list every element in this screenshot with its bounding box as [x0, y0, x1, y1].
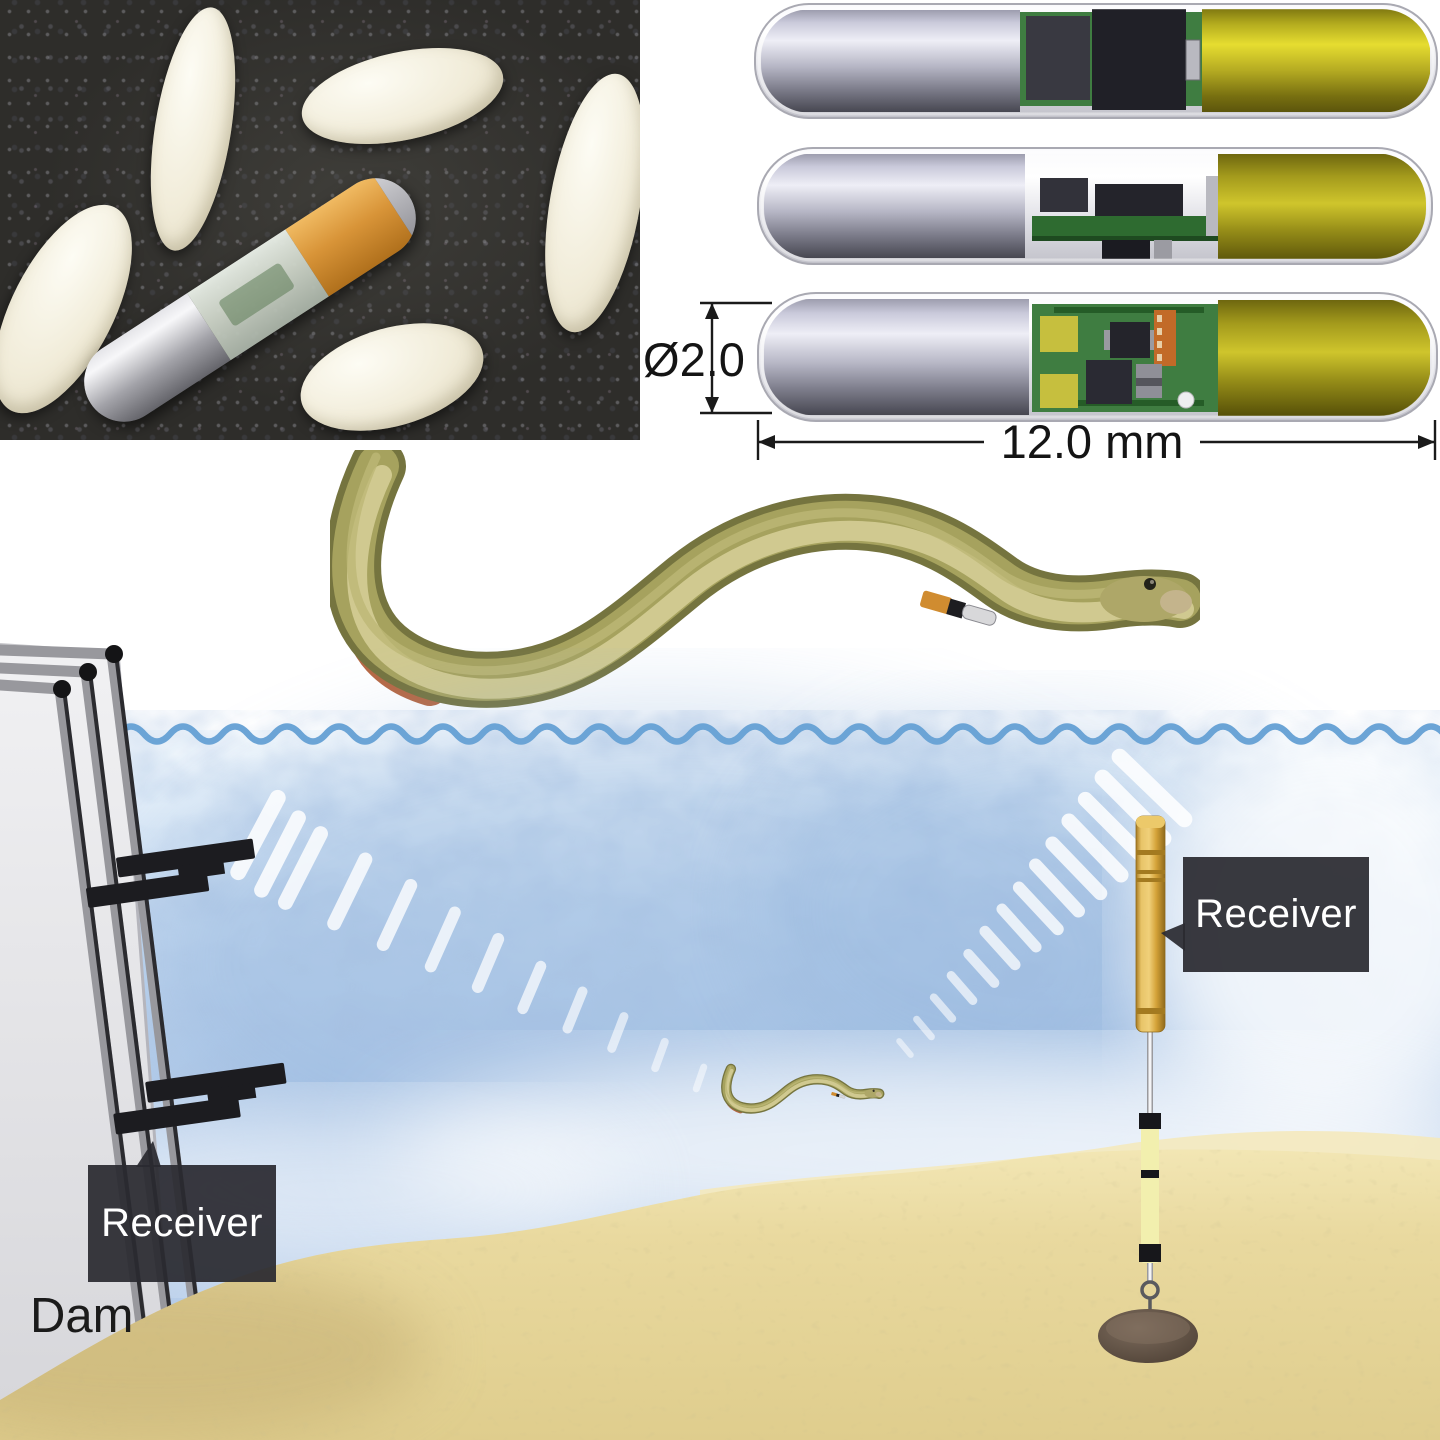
arrow-right — [1418, 435, 1435, 449]
arrow-left — [758, 435, 775, 449]
receiver-label-dam-text: Receiver — [101, 1201, 263, 1245]
rice-grain — [527, 66, 640, 340]
capsule-render-2 — [757, 147, 1433, 265]
length-dimension — [756, 420, 1437, 460]
mooring-float — [1141, 1113, 1159, 1263]
transducer-cylinder — [761, 10, 1020, 112]
battery-cylinder — [1202, 9, 1430, 112]
pcb-board — [1032, 216, 1222, 238]
receiver-label-buoy-text: Receiver — [1195, 892, 1357, 936]
arrow-up — [705, 303, 719, 319]
capsule-render-3 — [757, 292, 1438, 422]
acoustic-wave-fan-right — [896, 748, 1193, 1058]
dam-label: Dam — [30, 1289, 134, 1343]
battery-cylinder — [1218, 300, 1430, 416]
dam-receiver-bracket-upper — [86, 838, 255, 908]
transmitter-cad-panel: Ø2.0 12.0 mm — [643, 3, 1438, 468]
callout-pointer-left — [1161, 923, 1185, 951]
arrow-down — [705, 397, 719, 413]
transducer-cylinder — [764, 154, 1025, 258]
pcb-hint — [217, 262, 296, 328]
diameter-label: Ø2.0 — [643, 333, 745, 386]
dam-receiver-bracket-lower — [113, 1062, 287, 1135]
cable-top-ball — [79, 663, 97, 681]
capsule-render-1 — [754, 3, 1438, 119]
receiver-buoy-assembly — [1098, 815, 1198, 1363]
receiver-label-buoy: Receiver — [1161, 857, 1369, 972]
rice-grain — [136, 1, 250, 257]
telemetry-diagram — [0, 643, 1440, 1440]
tag-size-comparison-photo — [0, 0, 640, 440]
callout-pointer-up — [136, 1141, 161, 1167]
length-label: 12.0 mm — [1001, 415, 1184, 468]
rice-grain — [288, 303, 496, 440]
cable-top-ball — [53, 680, 71, 698]
transducer-cylinder — [764, 299, 1029, 415]
water-surface-line — [114, 723, 1440, 745]
battery-cylinder — [1218, 154, 1426, 259]
cable-top-ball — [105, 645, 123, 663]
rice-grain — [293, 31, 512, 161]
receiver-label-dam: Receiver — [88, 1141, 276, 1282]
